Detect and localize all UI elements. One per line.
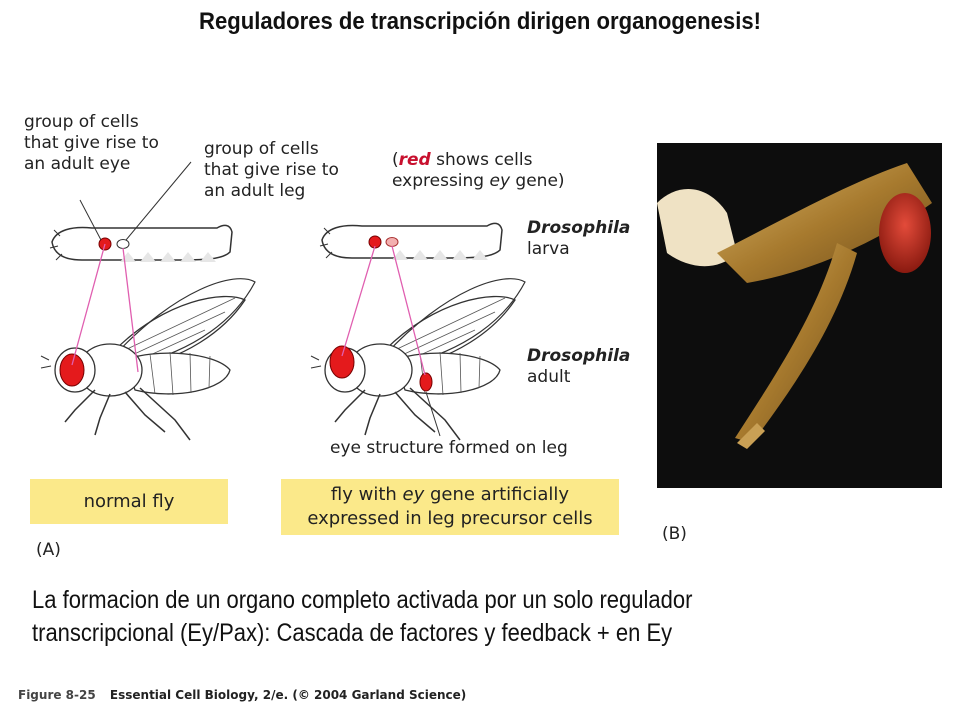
label-eye-cells: group of cells that give rise to an adul…: [24, 112, 159, 175]
photo-femur-tip: [657, 189, 737, 267]
leg-disc-dot-red: [385, 237, 399, 247]
pink-lineage-lines: [341, 245, 426, 376]
label-line: group of cells: [204, 139, 319, 159]
caption: La formacion de un organo completo activ…: [32, 584, 930, 650]
panel-a-letter: (A): [36, 540, 61, 560]
photo-tarsus: [735, 243, 857, 443]
photo-illustration: [657, 163, 932, 449]
label-line: Drosophila: [527, 218, 631, 238]
larva-normal: [49, 224, 233, 262]
legend-red-cells: (red shows cells expressing ey gene): [392, 150, 565, 192]
box-text: gene artificially: [424, 484, 570, 505]
box-text: expressed in leg precursor cells: [307, 508, 593, 529]
ey-fly-box: fly with ey gene artificially expressed …: [281, 479, 619, 535]
label-line: adult: [527, 367, 571, 387]
caption-line: transcripcional (Ey/Pax): Cascada de fac…: [32, 619, 673, 647]
label-leg-cells: group of cells that give rise to an adul…: [204, 139, 339, 202]
page-title: Reguladores de transcripción dirigen org…: [199, 8, 761, 35]
box-gene: ey: [402, 484, 425, 505]
pointer-line: [425, 391, 441, 437]
figure-number: Figure 8-25: [18, 688, 96, 702]
label-drosophila-larva: Drosophila larva: [527, 218, 630, 260]
label-eye-on-leg: eye structure formed on leg: [330, 438, 568, 458]
normal-fly-box: normal fly: [30, 479, 228, 524]
photo-ectopic-eye: [879, 193, 931, 273]
ectopic-leg-eye: [419, 372, 433, 392]
label-line: that give rise to: [24, 133, 159, 153]
box-text: fly with: [330, 484, 403, 505]
legend-text: shows cells: [430, 150, 533, 170]
label-drosophila-adult: Drosophila adult: [527, 346, 630, 388]
photo-leg-segment: [717, 163, 932, 283]
label-line: Drosophila: [527, 346, 631, 366]
legend-text: expressing: [392, 171, 490, 191]
pink-lineage-lines: [71, 243, 139, 373]
legend-gene: ey: [489, 171, 511, 191]
larva-ey: [319, 222, 503, 260]
caption-line: La formacion de un organo completo activ…: [32, 586, 693, 614]
label-line: larva: [527, 239, 570, 259]
figure-source: Essential Cell Biology, 2/e. (© 2004 Gar…: [109, 688, 467, 702]
label-line: an adult leg: [204, 181, 306, 201]
photo-claw: [737, 423, 765, 449]
legend-red-word: red: [398, 150, 431, 170]
pointer-lines: [79, 161, 192, 241]
label-line: an adult eye: [24, 154, 131, 174]
figure-reference: Figure 8-25 Essential Cell Biology, 2/e.…: [18, 688, 466, 702]
fly-eye: [59, 353, 85, 387]
legend-text: gene): [510, 171, 565, 191]
leg-eye-photo: [657, 143, 942, 488]
label-line: that give rise to: [204, 160, 339, 180]
paren: (: [392, 150, 399, 170]
label-line: group of cells: [24, 112, 139, 132]
normal-fly-label: normal fly: [83, 491, 175, 512]
fly-eye: [329, 345, 355, 379]
panel-b-letter: (B): [662, 524, 687, 544]
leg-disc-dot: [116, 239, 130, 249]
